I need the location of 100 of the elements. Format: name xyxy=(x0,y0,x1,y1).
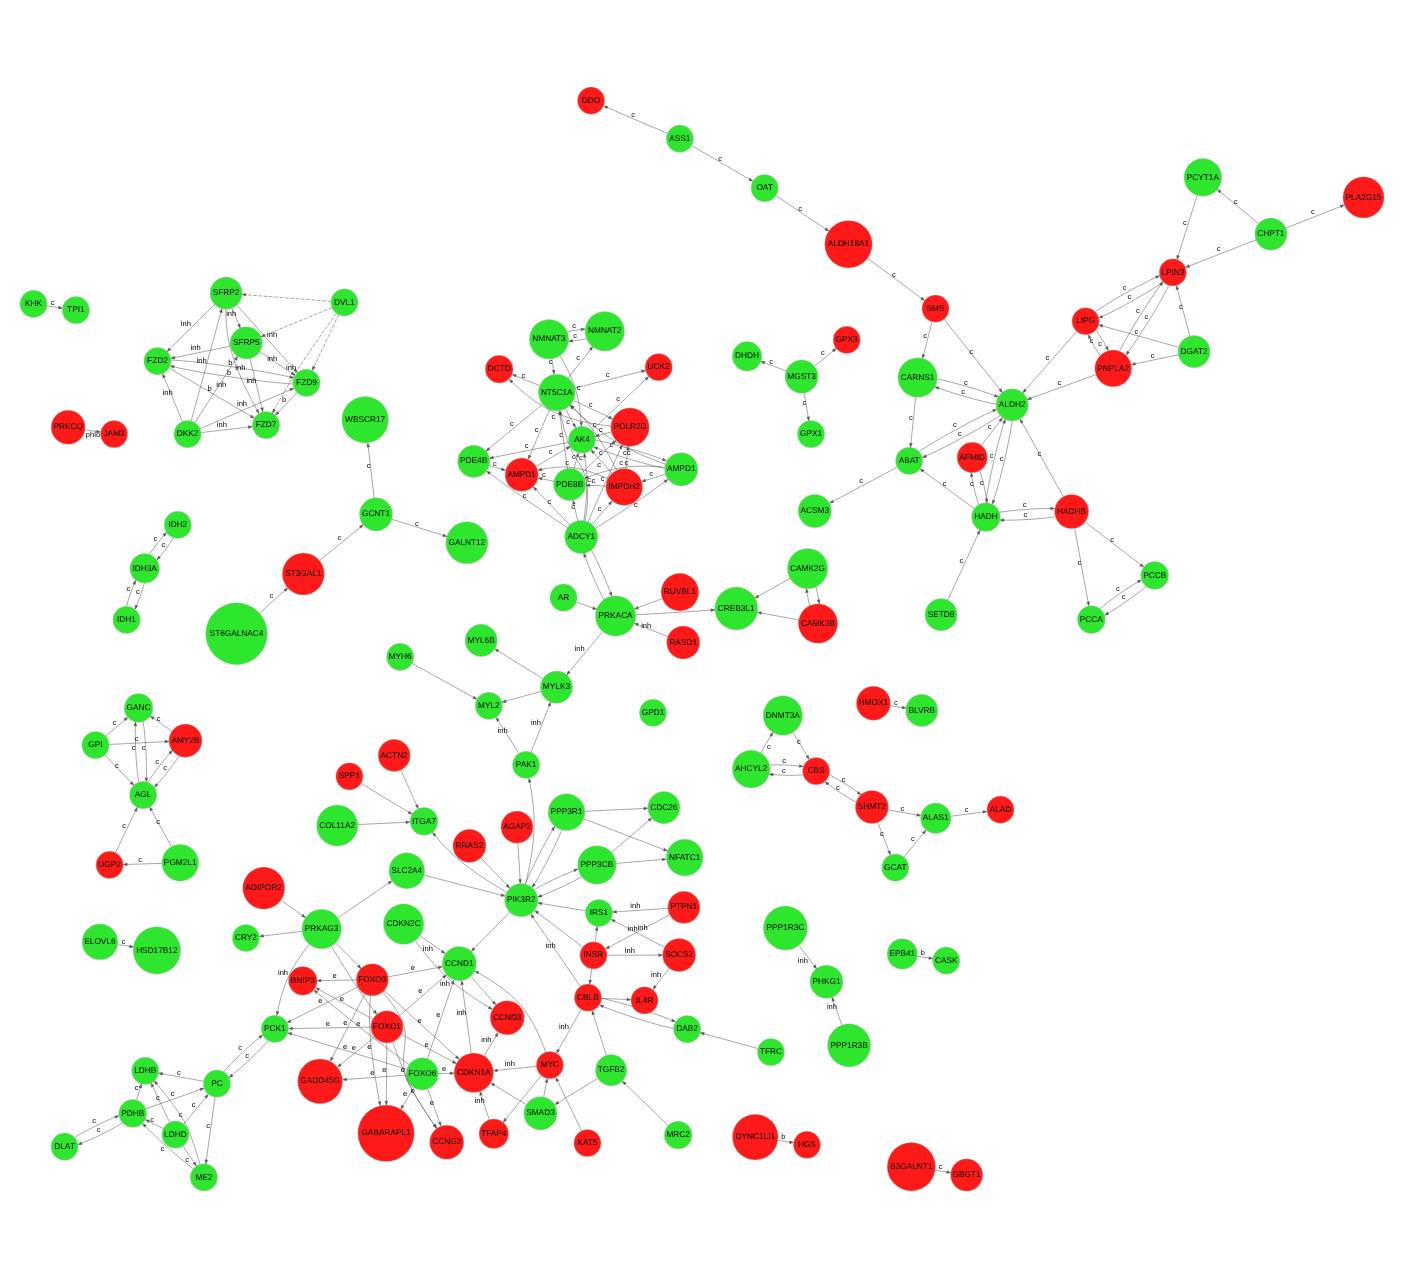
arrow xyxy=(556,1008,582,1053)
arrow xyxy=(479,1090,490,1119)
arrow xyxy=(981,416,1003,445)
arrow xyxy=(536,445,571,466)
arrow xyxy=(1131,353,1179,365)
arrow xyxy=(272,312,337,413)
arrow xyxy=(760,360,787,371)
arrow xyxy=(1095,274,1160,311)
arrow xyxy=(231,306,241,328)
arrow xyxy=(999,505,1055,512)
arrow xyxy=(551,357,556,374)
arrow xyxy=(508,378,612,426)
arrow xyxy=(537,875,582,897)
arrow xyxy=(615,856,667,863)
arrow xyxy=(427,978,455,1058)
arrow xyxy=(792,731,810,759)
arrow xyxy=(223,1033,263,1072)
arrow xyxy=(576,600,597,609)
arrow xyxy=(595,478,669,528)
arrow xyxy=(145,1087,205,1109)
arrow xyxy=(154,1079,201,1164)
arrow xyxy=(805,587,810,605)
arrow xyxy=(319,523,364,560)
arrow xyxy=(641,473,666,481)
arrow xyxy=(587,443,623,522)
arrow xyxy=(117,943,134,947)
arrow xyxy=(568,337,587,342)
arrow xyxy=(419,934,446,953)
arrow xyxy=(149,805,172,846)
arrow xyxy=(493,1065,537,1071)
arrow xyxy=(888,808,921,816)
arrow xyxy=(156,536,174,559)
arrow xyxy=(312,313,339,370)
arrow xyxy=(480,856,510,888)
arrow xyxy=(591,499,613,524)
arrow xyxy=(769,763,804,767)
arrow xyxy=(877,821,891,855)
arrow xyxy=(503,1074,542,1122)
arrow xyxy=(471,911,510,951)
arrow xyxy=(935,1169,951,1173)
arrow xyxy=(532,828,563,887)
arrow xyxy=(590,448,613,473)
arrow xyxy=(400,1086,415,1109)
arrow xyxy=(555,1076,582,1130)
arrow xyxy=(145,1118,164,1128)
arrow xyxy=(943,318,1003,392)
arrow xyxy=(225,308,260,413)
arrow xyxy=(398,973,447,1016)
arrow xyxy=(190,307,223,421)
arrow xyxy=(133,720,139,782)
arrow xyxy=(565,407,576,427)
arrow xyxy=(909,396,916,447)
arrow xyxy=(537,901,586,911)
arrow xyxy=(950,809,988,816)
arrow xyxy=(517,842,522,883)
arrow xyxy=(486,469,568,528)
arrow xyxy=(183,1093,209,1124)
arrow xyxy=(342,1073,407,1080)
arrow xyxy=(105,716,128,736)
arrow xyxy=(74,1114,120,1137)
arrow xyxy=(360,782,413,814)
arrow xyxy=(634,622,669,636)
arrow xyxy=(970,471,979,504)
arrow xyxy=(383,989,460,1059)
arrow xyxy=(919,467,975,508)
arrow xyxy=(652,966,670,989)
arrow xyxy=(316,977,357,982)
arrow xyxy=(387,964,443,977)
arrow xyxy=(147,749,173,782)
arrow xyxy=(622,1080,669,1125)
arrow xyxy=(634,597,663,609)
arrow xyxy=(890,704,907,709)
arrow xyxy=(288,1025,372,1030)
arrow xyxy=(1019,417,1064,496)
arrow xyxy=(136,1082,142,1100)
arrow xyxy=(757,610,799,620)
arrow xyxy=(567,326,586,331)
arrow xyxy=(573,451,579,469)
arrow xyxy=(414,939,493,1009)
arrow xyxy=(814,347,837,366)
arrow xyxy=(591,1009,607,1055)
arrow xyxy=(572,499,578,521)
arrow xyxy=(588,967,592,984)
arrow xyxy=(691,144,753,181)
arrow xyxy=(754,577,791,598)
arrow xyxy=(400,1033,457,1063)
arrow xyxy=(427,1087,442,1126)
arrow xyxy=(573,399,613,419)
arrow xyxy=(775,194,829,231)
arrow xyxy=(149,531,167,554)
arrow xyxy=(525,777,535,884)
arrow xyxy=(1098,323,1179,347)
arrow xyxy=(1088,333,1101,355)
arrow xyxy=(424,874,506,896)
arrow xyxy=(1176,194,1198,259)
arrow xyxy=(700,1031,758,1048)
arrow xyxy=(115,806,138,852)
arrow xyxy=(595,438,667,461)
arrow xyxy=(585,482,606,486)
arrow xyxy=(104,753,134,785)
